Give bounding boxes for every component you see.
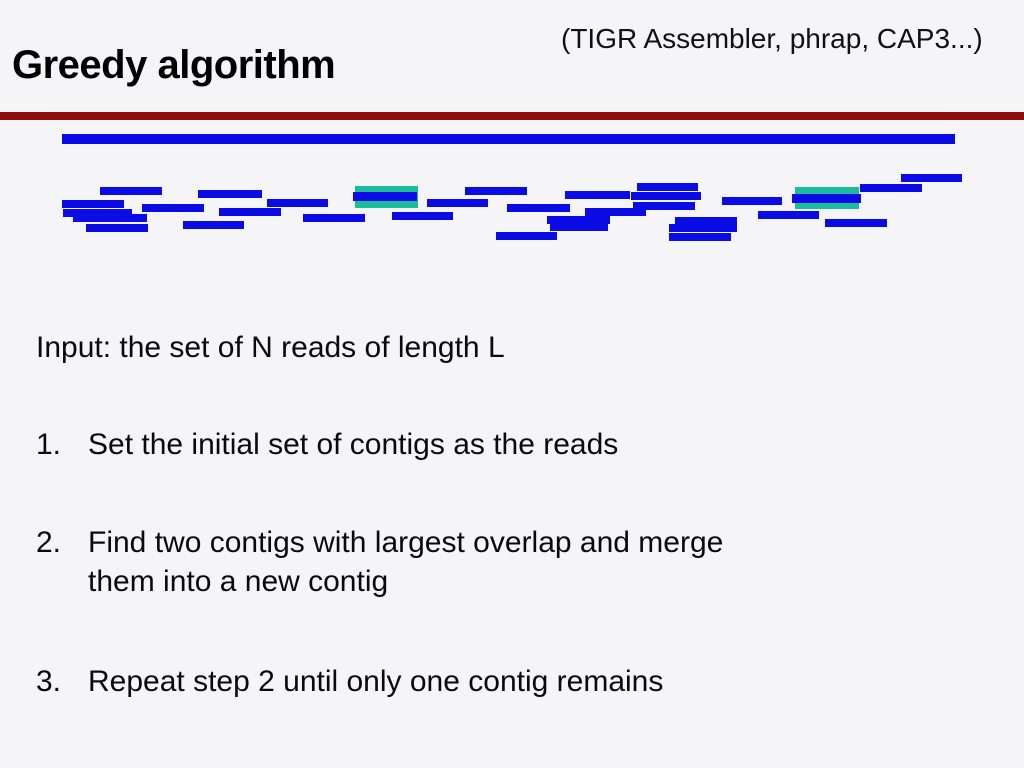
read-bar xyxy=(142,204,204,212)
list-item-1: 1. Set the initial set of contigs as the … xyxy=(36,425,618,464)
title-divider-line xyxy=(0,112,1024,120)
list-item-3: 3. Repeat step 2 until only one contig re… xyxy=(36,662,663,701)
read-bar xyxy=(722,197,782,205)
list-number: 2. xyxy=(36,526,62,559)
read-bar xyxy=(63,209,132,217)
read-bar xyxy=(669,233,731,241)
read-bar xyxy=(669,224,737,232)
read-bar xyxy=(267,199,328,207)
slide-subtitle: (TIGR Assembler, phrap, CAP3...) xyxy=(561,23,983,54)
read-bar xyxy=(183,221,244,229)
read-bar xyxy=(901,174,962,182)
read-bar xyxy=(637,183,698,191)
genome-bar xyxy=(62,134,955,144)
list-number: 1. xyxy=(36,428,62,461)
read-bar xyxy=(792,194,861,203)
read-bar xyxy=(219,208,281,216)
read-bar xyxy=(427,199,488,207)
read-bar xyxy=(100,187,162,195)
read-bar xyxy=(353,192,417,201)
slide-title: Greedy algorithm xyxy=(12,42,336,87)
read-bar xyxy=(198,190,262,198)
list-item-text-line1: Find two contigs with largest overlap an… xyxy=(88,526,724,559)
read-bar xyxy=(565,191,630,199)
read-bar xyxy=(73,214,147,222)
list-item-text: Repeat step 2 until only one contig rema… xyxy=(88,665,664,698)
list-item-2: 2. Find two contigs with largest overlap … xyxy=(36,523,723,601)
read-bar xyxy=(633,202,695,210)
intro-text: Input: the set of N reads of length L xyxy=(36,331,505,364)
read-bar xyxy=(496,232,557,240)
read-bar xyxy=(631,192,701,200)
read-bar xyxy=(62,200,124,208)
read-bar xyxy=(86,224,148,232)
read-bar xyxy=(303,214,365,222)
read-bar xyxy=(825,219,887,227)
list-item-text-line2: them into a new contig xyxy=(88,565,389,598)
list-item-text: Set the initial set of contigs as the re… xyxy=(88,428,619,461)
read-bar xyxy=(547,216,610,224)
read-bar xyxy=(758,211,819,219)
assembly-diagram xyxy=(0,0,1024,280)
list-number: 3. xyxy=(36,665,62,698)
read-bar xyxy=(550,223,608,231)
read-bar xyxy=(507,204,570,212)
read-bar xyxy=(585,208,646,216)
read-bar xyxy=(860,184,922,192)
read-bar xyxy=(465,187,527,195)
read-bar xyxy=(675,217,737,225)
read-bar xyxy=(392,212,453,220)
